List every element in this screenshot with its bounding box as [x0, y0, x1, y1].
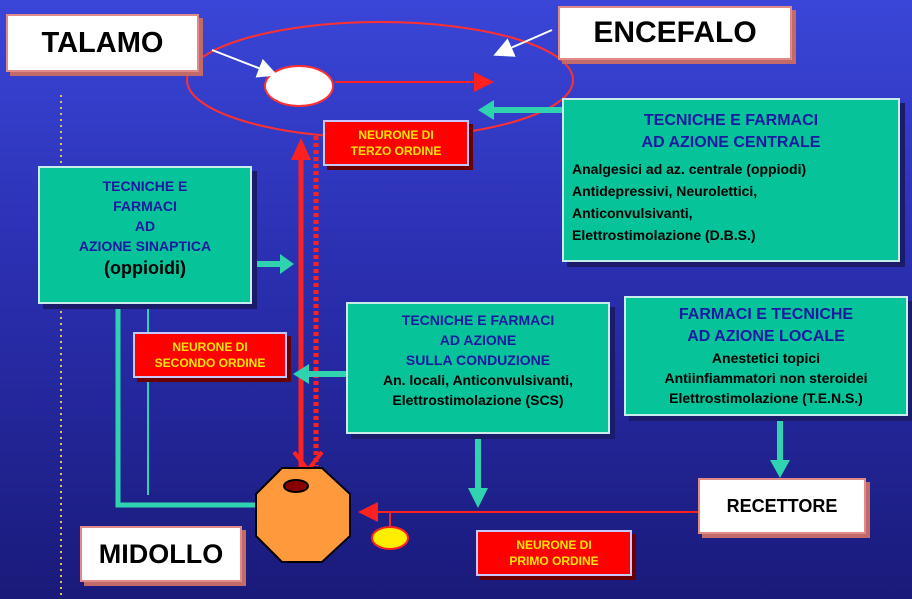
sinaptica-sub: (oppioidi) — [104, 258, 186, 278]
box-azione-conduzione: TECNICHE E FARMACI AD AZIONE SULLA CONDU… — [346, 302, 610, 434]
sinaptica-title-4: AZIONE SINAPTICA — [78, 238, 212, 254]
ganglion-body — [371, 526, 409, 550]
talamo-pointer-arrow — [211, 49, 278, 78]
midollo-core — [283, 479, 309, 493]
locale-title-1: FARMACI E TECNICHE — [678, 306, 854, 323]
centrale-title-2: AD AZIONE CENTRALE — [641, 134, 821, 151]
sinaptica-title-2: FARMACI — [113, 198, 177, 214]
box-azione-locale: FARMACI E TECNICHE AD AZIONE LOCALE Anes… — [624, 296, 908, 416]
conduzione-item: An. locali, Anticonvulsivanti, — [382, 372, 574, 388]
conduzione-title-3: SULLA CONDUZIONE — [405, 352, 551, 368]
centrale-item: Antidepressivi, Neurolettici, — [572, 183, 758, 199]
midollo-octagon — [255, 467, 351, 563]
talamo-nucleus — [264, 65, 334, 107]
ascending-arrowhead — [291, 138, 311, 160]
conduzione-title-1: TECNICHE E FARMACI — [401, 312, 555, 328]
box-azione-sinaptica: TECNICHE E FARMACI AD AZIONE SINAPTICA (… — [38, 166, 252, 304]
centrale-item: Anticonvulsivanti, — [572, 205, 693, 221]
conduzione-item: Elettrostimolazione (SCS) — [392, 392, 564, 408]
neurone-secondo-line1: NEURONE DI — [172, 340, 248, 354]
midollo-label: MIDOLLO — [80, 526, 242, 582]
neurone-primo-line2: PRIMO ORDINE — [509, 554, 599, 568]
locale-item: Elettrostimolazione (T.E.N.S.) — [669, 390, 863, 406]
encefalo-pointer-arrow — [493, 29, 553, 57]
centrale-item: Elettrostimolazione (D.B.S.) — [572, 227, 756, 243]
locale-item: Antiinfiammatori non steroidei — [664, 370, 868, 386]
locale-title-2: AD AZIONE LOCALE — [687, 328, 845, 345]
centrale-item: Analgesici ad az. centrale (oppiodi) — [572, 161, 807, 177]
conduzione-title-2: AD AZIONE — [439, 332, 517, 348]
recettore-label: RECETTORE — [698, 478, 866, 534]
neurone-secondo-ordine: NEURONE DI SECONDO ORDINE — [133, 332, 287, 378]
neurone-primo-ordine: NEURONE DI PRIMO ORDINE — [476, 530, 632, 576]
neurone-terzo-ordine: NEURONE DI TERZO ORDINE — [323, 120, 469, 166]
box-azione-centrale: TECNICHE E FARMACI AD AZIONE CENTRALE An… — [562, 98, 900, 262]
neurone-terzo-line1: NEURONE DI — [358, 128, 434, 142]
talamo-label: TALAMO — [6, 14, 199, 72]
encefalo-label: ENCEFALO — [558, 6, 792, 60]
neurone-primo-line1: NEURONE DI — [516, 538, 592, 552]
neurone-terzo-line2: TERZO ORDINE — [350, 144, 442, 158]
neurone-secondo-line2: SECONDO ORDINE — [154, 356, 266, 370]
sinaptica-midollo-line — [115, 300, 270, 508]
sinaptica-title-3: AD — [134, 218, 156, 234]
sinaptica-title-1: TECNICHE E — [102, 178, 188, 194]
centrale-title-1: TECNICHE E FARMACI — [643, 112, 819, 129]
locale-item: Anestetici topici — [711, 350, 821, 366]
